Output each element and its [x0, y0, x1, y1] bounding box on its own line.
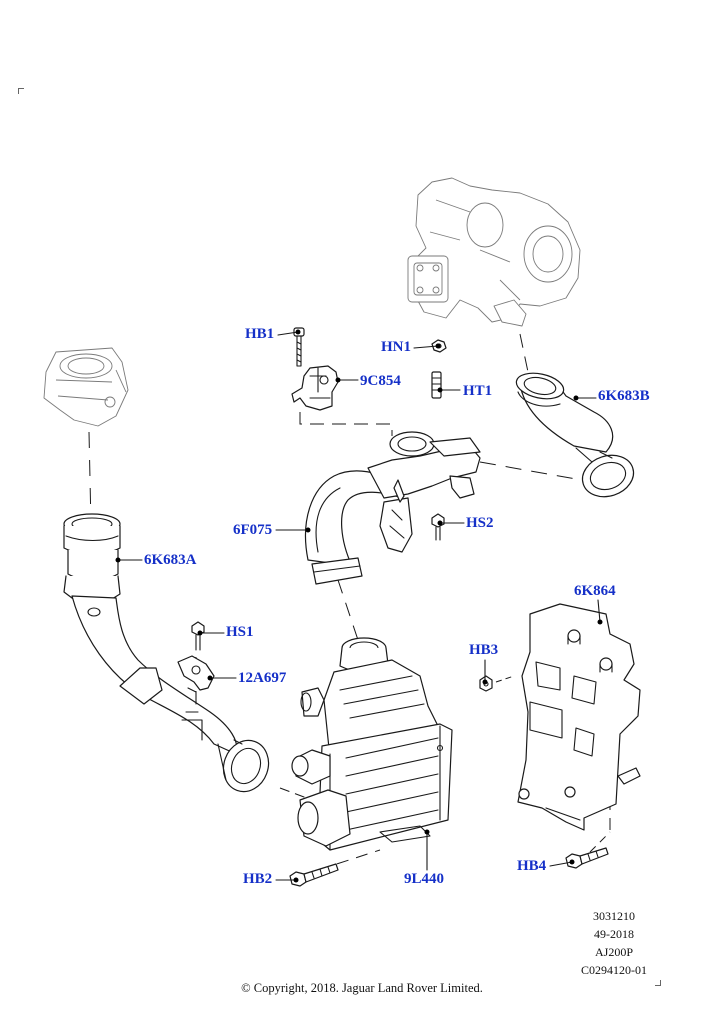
engine-code: AJ200P	[594, 945, 633, 959]
callout-leaders	[115, 329, 603, 883]
sensor-12a697	[177, 655, 215, 705]
callout-6f075[interactable]: 6F075	[233, 522, 273, 538]
callout-6k683b[interactable]: 6K683B	[598, 388, 650, 404]
callout-ht1[interactable]: HT1	[463, 383, 493, 399]
throttle-body-reference-part	[43, 347, 129, 427]
intercooler-9l440	[291, 637, 453, 851]
callout-6k864[interactable]: 6K864	[574, 583, 616, 599]
turbocharger-reference-part	[407, 177, 581, 327]
copyright-notice: © Copyright, 2018. Jaguar Land Rover Lim…	[241, 981, 483, 995]
callout-hb4[interactable]: HB4	[517, 858, 547, 874]
callout-hb1[interactable]: HB1	[245, 326, 275, 342]
callout-9l440[interactable]: 9L440	[404, 871, 445, 887]
screw-hs1	[191, 621, 205, 651]
callout-hs1[interactable]: HS1	[226, 624, 254, 640]
callout-hs2[interactable]: HS2	[466, 515, 494, 531]
drawing-date-code: 49-2018	[594, 927, 634, 941]
pipe-6f075	[304, 431, 481, 585]
callout-12a697[interactable]: 12A697	[238, 670, 287, 686]
drawing-number: 3031210	[593, 909, 635, 923]
hose-6k683a	[63, 513, 270, 793]
callout-hb3[interactable]: HB3	[469, 642, 499, 658]
callout-hn1[interactable]: HN1	[381, 339, 411, 355]
bolt-hb2	[289, 863, 339, 887]
sensor-9c854	[291, 365, 339, 411]
stud-ht1	[431, 371, 442, 399]
callout-6k683a[interactable]: 6K683A	[144, 552, 197, 568]
callout-hb2[interactable]: HB2	[243, 871, 273, 887]
screw-hs2	[431, 513, 445, 541]
bolt-hb4	[565, 847, 609, 869]
illustration-code: C0294120-01	[581, 963, 647, 977]
bracket-6k864	[517, 603, 641, 831]
hose-6k683b	[515, 372, 635, 498]
crop-mark-bottom-right	[655, 980, 661, 986]
crop-mark-top-left	[18, 88, 24, 94]
callout-9c854[interactable]: 9C854	[360, 373, 401, 389]
